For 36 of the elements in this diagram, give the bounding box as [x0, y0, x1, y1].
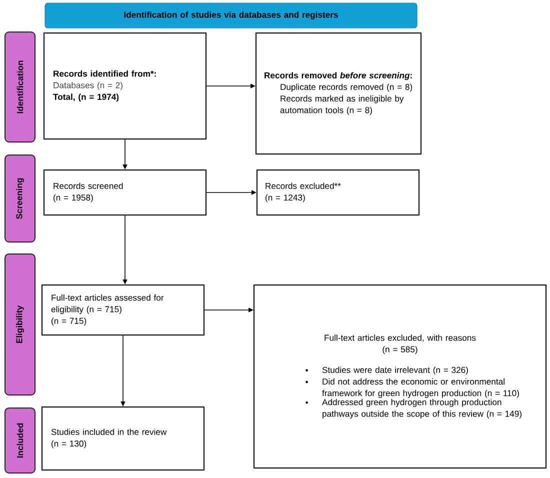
- bullet-text: Did not address the economic or environmental framework for green hydrogen production (n = 110): [322, 378, 519, 398]
- process-box: [42, 406, 204, 470]
- bullet-text: Addressed green hydrogen through production pathways outside the scope of this review (n = 149): [322, 398, 522, 418]
- phase-label: [4, 32, 36, 142]
- box-text: Studies included in the review: [51, 428, 167, 435]
- process-box: [44, 32, 206, 140]
- process-box: [44, 170, 206, 216]
- box-text: Records marked as ineligible by automation tools (n = 8): [280, 95, 404, 115]
- banner-text: Identification of studies via databases and registers: [124, 11, 338, 20]
- box-text: (n = 1958): [54, 194, 93, 202]
- box-text: (n = 585): [382, 346, 418, 354]
- process-box: [42, 284, 204, 336]
- box-text: Full-text articles assessed for eligibility (n = 715): [51, 294, 164, 314]
- process-box: [256, 170, 420, 216]
- header-banner: [44, 2, 418, 28]
- box-text: Records screened: [54, 182, 123, 189]
- phase-label: [4, 408, 36, 474]
- box-text: (n = 715): [52, 318, 86, 326]
- phase-label: [4, 254, 36, 396]
- box-text: Databases (n = 2): [54, 82, 122, 90]
- process-box: [256, 32, 422, 154]
- box-text: Records identified from*:: [54, 70, 156, 77]
- box-text: Duplicate records removed (n = 8): [280, 84, 412, 92]
- box-text: Total, (n = 1974): [53, 94, 119, 102]
- box-text: (n = 1243): [266, 194, 305, 202]
- box-text: Records removed before screening:: [264, 72, 412, 80]
- bullet-text: Studies were date irrelevant (n = 326): [322, 366, 468, 375]
- box-text: Full-text articles excluded, with reasons: [324, 334, 476, 342]
- phase-text: Screening: [16, 178, 24, 220]
- box-text: (n = 130): [52, 440, 86, 448]
- process-box: [254, 284, 546, 468]
- phase-text: Included: [16, 423, 24, 458]
- phase-text: Identification: [16, 60, 24, 114]
- phase-text: Eligibility: [16, 305, 24, 344]
- phase-label: [4, 154, 36, 242]
- box-text: Records excluded**: [266, 182, 341, 189]
